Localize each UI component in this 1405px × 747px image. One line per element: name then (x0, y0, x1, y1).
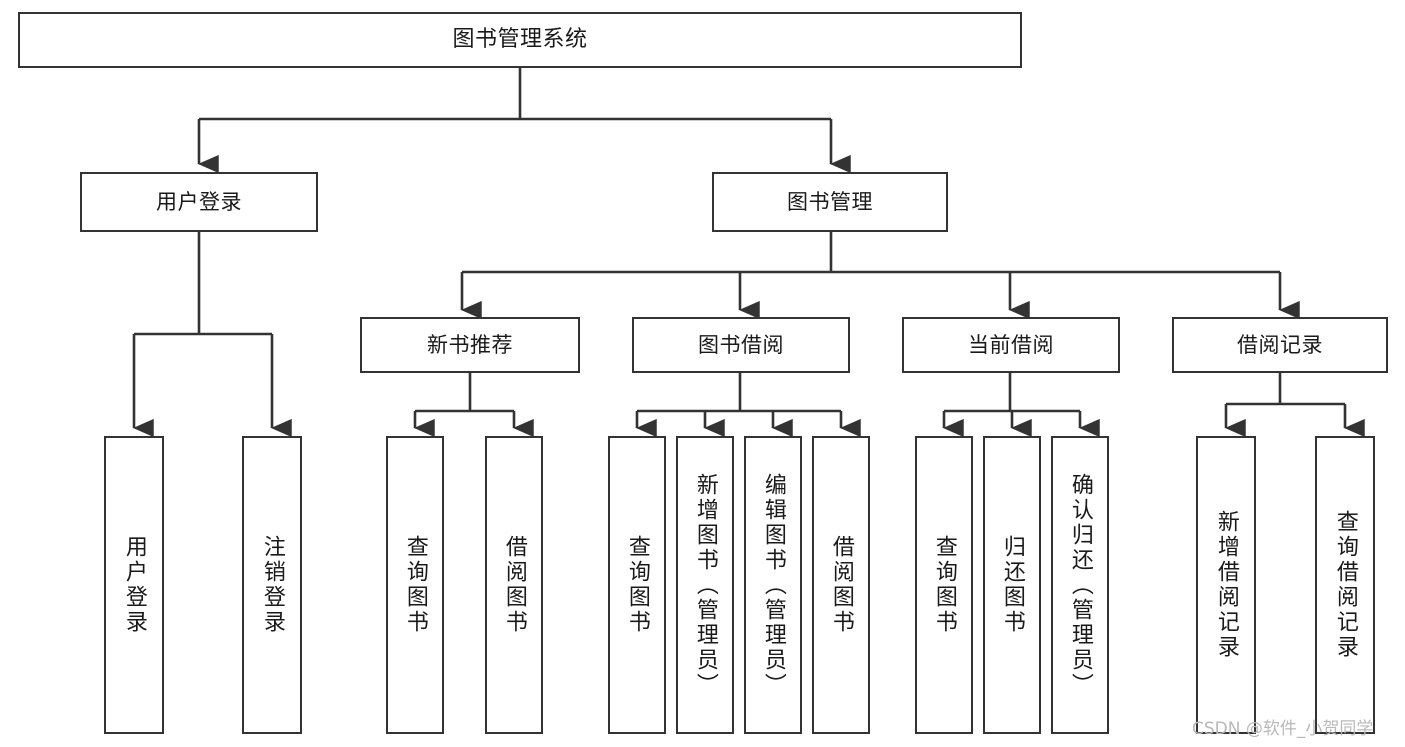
node-leaf-label: 查询借阅记录 (1332, 510, 1358, 660)
node-leaf-label: 借阅图书 (501, 535, 527, 635)
node-leaf-label: 确认归还（管理员） (1067, 472, 1093, 698)
node-book-borrow-label: 图书借阅 (698, 332, 784, 357)
node-current-borrow[interactable]: 当前借阅 (902, 317, 1120, 373)
node-user-login-label: 用户登录 (156, 189, 242, 214)
node-book-management[interactable]: 图书管理 (712, 172, 948, 232)
node-book-borrow[interactable]: 图书借阅 (632, 317, 850, 373)
node-leaf-label: 用户登录 (121, 535, 147, 635)
node-leaf-query-book-c[interactable]: 查询图书 (915, 436, 973, 734)
node-leaf-label: 新增图书（管理员） (692, 472, 718, 698)
node-leaf-label: 借阅图书 (828, 535, 854, 635)
node-leaf-add-borrow-record[interactable]: 新增借阅记录 (1196, 436, 1256, 734)
node-leaf-label: 注销登录 (259, 535, 285, 635)
node-leaf-label: 归还图书 (999, 535, 1025, 635)
node-leaf-return-book[interactable]: 归还图书 (983, 436, 1041, 734)
node-leaf-borrow-book-a[interactable]: 借阅图书 (485, 436, 543, 734)
node-book-management-label: 图书管理 (787, 189, 873, 214)
node-leaf-edit-book-admin[interactable]: 编辑图书（管理员） (744, 436, 802, 734)
node-leaf-query-borrow-record[interactable]: 查询借阅记录 (1315, 436, 1375, 734)
node-root-system[interactable]: 图书管理系统 (18, 12, 1022, 68)
node-root-label: 图书管理系统 (452, 27, 588, 53)
node-leaf-label: 查询图书 (931, 535, 957, 635)
node-user-login[interactable]: 用户登录 (80, 172, 318, 232)
node-leaf-confirm-return-admin[interactable]: 确认归还（管理员） (1051, 436, 1109, 734)
csdn-watermark: CSDN @软件_小贺同学 (1192, 719, 1374, 739)
node-borrow-records[interactable]: 借阅记录 (1172, 317, 1388, 373)
node-leaf-query-book-b[interactable]: 查询图书 (608, 436, 666, 734)
node-new-book-recommend[interactable]: 新书推荐 (360, 317, 580, 373)
node-leaf-add-book-admin[interactable]: 新增图书（管理员） (676, 436, 734, 734)
node-leaf-borrow-book-b[interactable]: 借阅图书 (812, 436, 870, 734)
node-new-book-recommend-label: 新书推荐 (427, 332, 513, 357)
node-leaf-label: 查询图书 (624, 535, 650, 635)
node-leaf-label: 新增借阅记录 (1213, 510, 1239, 660)
node-leaf-label: 编辑图书（管理员） (760, 472, 786, 698)
node-borrow-records-label: 借阅记录 (1237, 332, 1323, 357)
node-leaf-user-login[interactable]: 用户登录 (104, 436, 164, 734)
node-current-borrow-label: 当前借阅 (968, 332, 1054, 357)
node-leaf-logout[interactable]: 注销登录 (242, 436, 302, 734)
node-leaf-label: 查询图书 (402, 535, 428, 635)
node-leaf-query-book-a[interactable]: 查询图书 (386, 436, 444, 734)
